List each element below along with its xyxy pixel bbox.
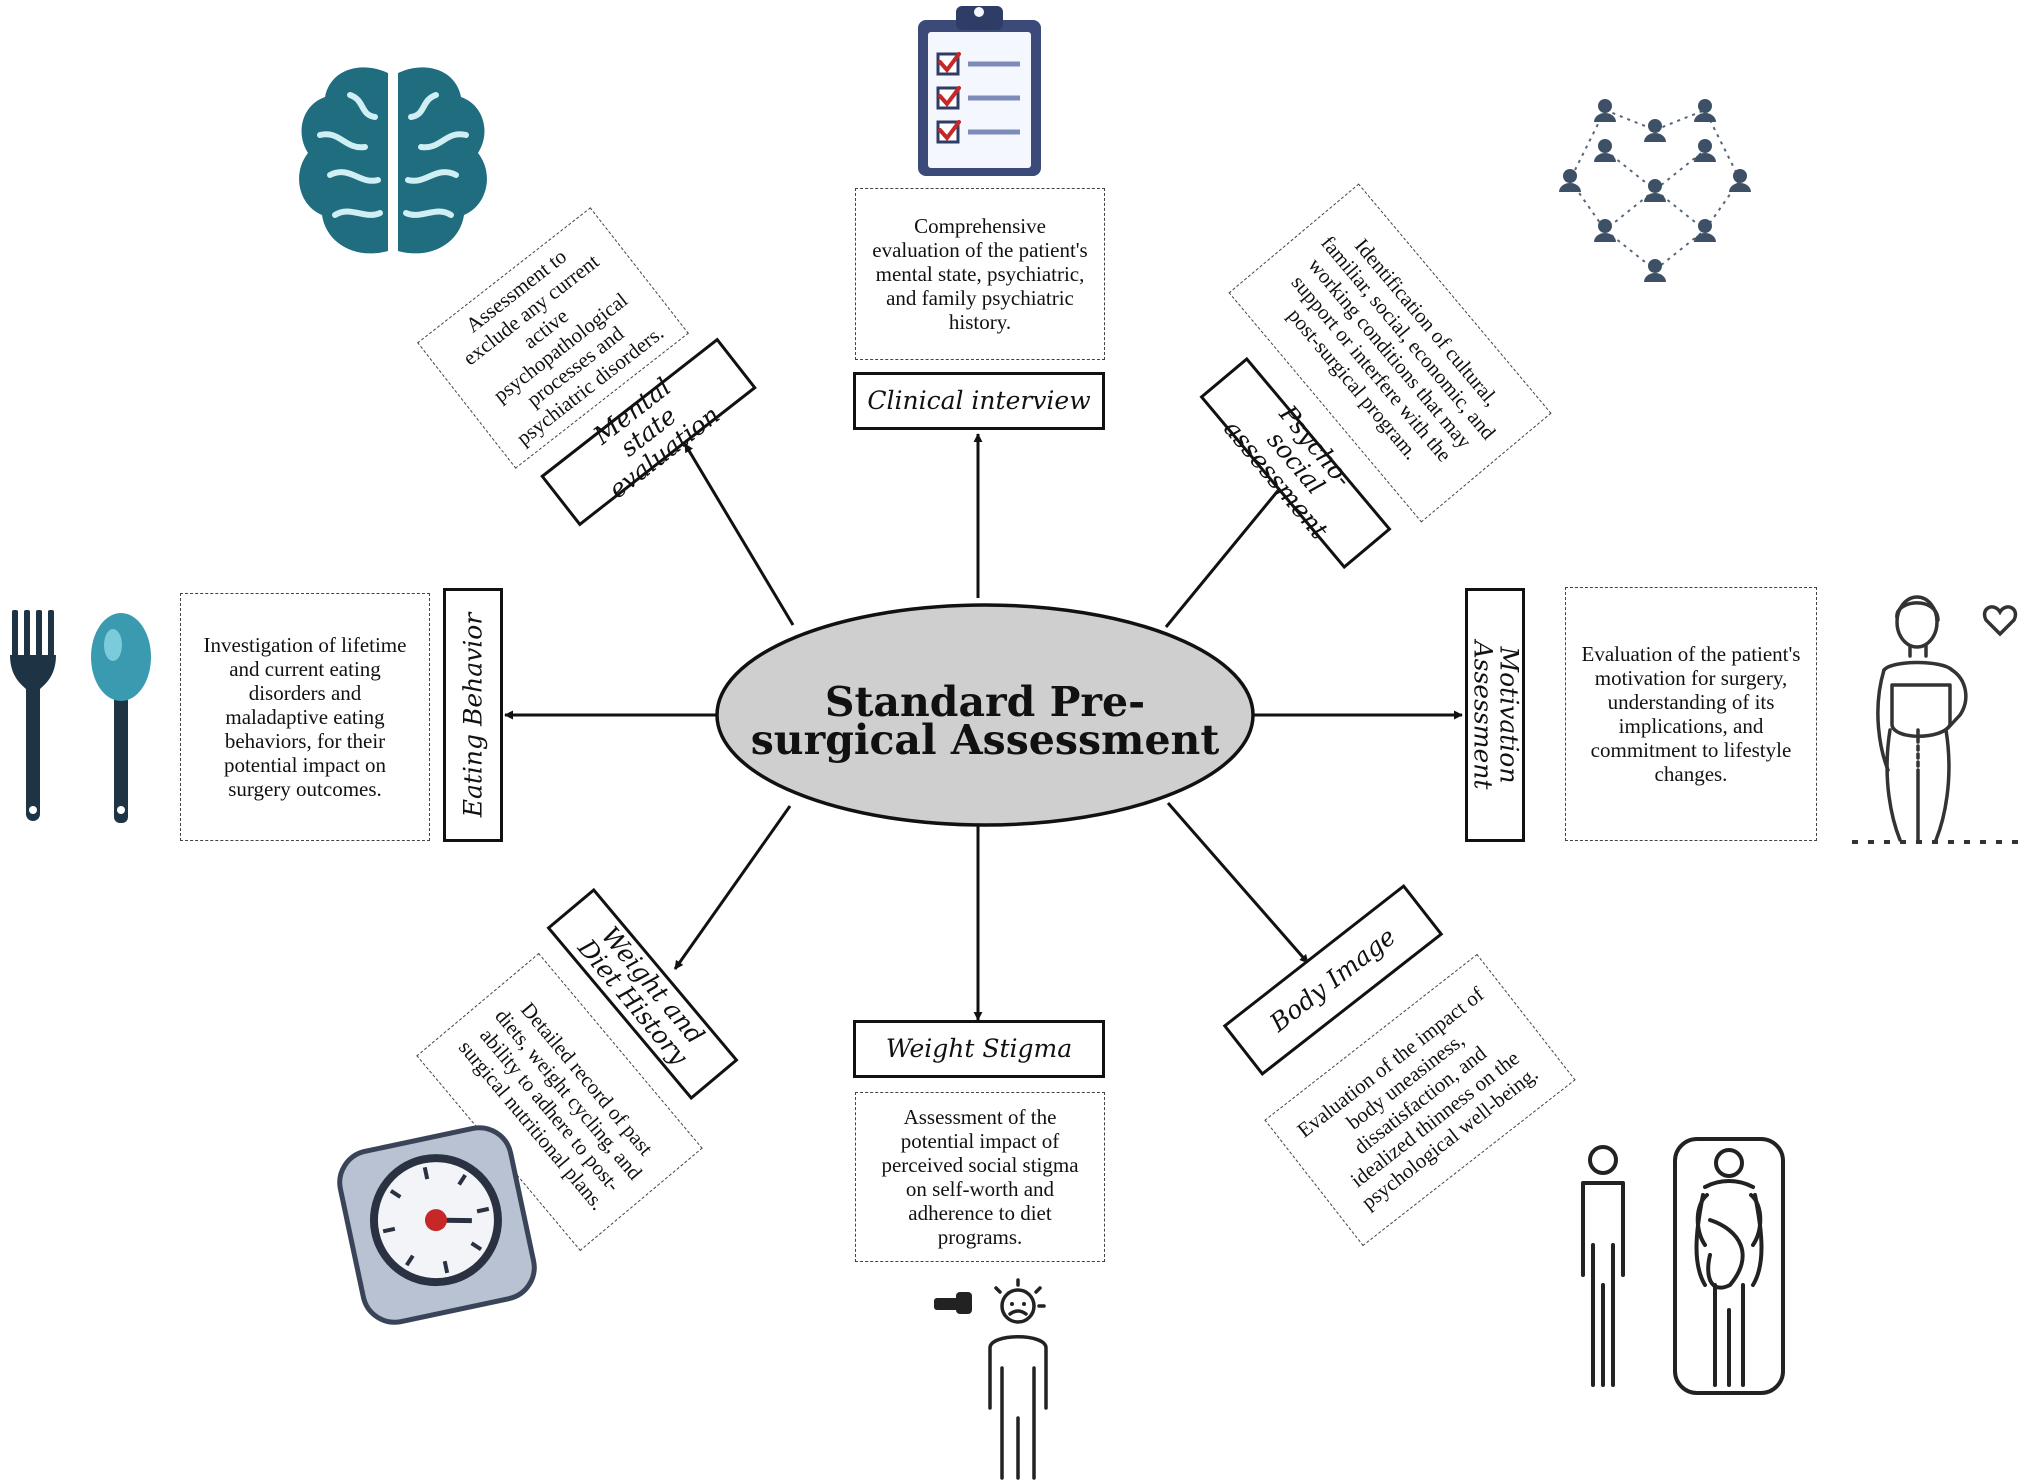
arrow-to-psycho-social xyxy=(1164,475,1292,628)
body-mirror-icon xyxy=(1581,1137,1785,1395)
motivation-label-text: Motivation Assessment xyxy=(1468,640,1523,790)
eating-behavior-label: Eating Behavior xyxy=(443,588,503,842)
woman-measuring-waist-icon xyxy=(1852,595,2028,844)
arrow-to-mental-state xyxy=(683,443,795,626)
eating-behavior-label-text: Eating Behavior xyxy=(458,612,488,818)
motivation-label: Motivation Assessment xyxy=(1465,588,1525,842)
fork-spoon-icon xyxy=(10,610,151,823)
weighing-scale-icon xyxy=(337,1125,537,1325)
weight-stigma-label: Weight Stigma xyxy=(853,1020,1105,1078)
arrow-to-weight-diet xyxy=(673,805,792,970)
clinical-interview-description: Comprehensive evaluation of the patient'… xyxy=(855,188,1105,360)
eating-behavior-description: Investigation of lifetime and current ea… xyxy=(180,593,430,841)
brain-icon xyxy=(299,67,487,254)
clinical-interview-label: Clinical interview xyxy=(853,372,1105,430)
social-network-icon xyxy=(1559,99,1751,282)
pointed-at-person-icon xyxy=(934,1278,1048,1480)
motivation-description: Evaluation of the patient's motivation f… xyxy=(1565,587,1817,841)
arrow-to-body-image xyxy=(1166,802,1310,964)
diagram-title: Standard Pre-surgical Assessment xyxy=(750,678,1220,764)
clipboard-checklist-icon xyxy=(918,6,1041,176)
weight-stigma-description: Assessment of the potential impact of pe… xyxy=(855,1092,1105,1262)
